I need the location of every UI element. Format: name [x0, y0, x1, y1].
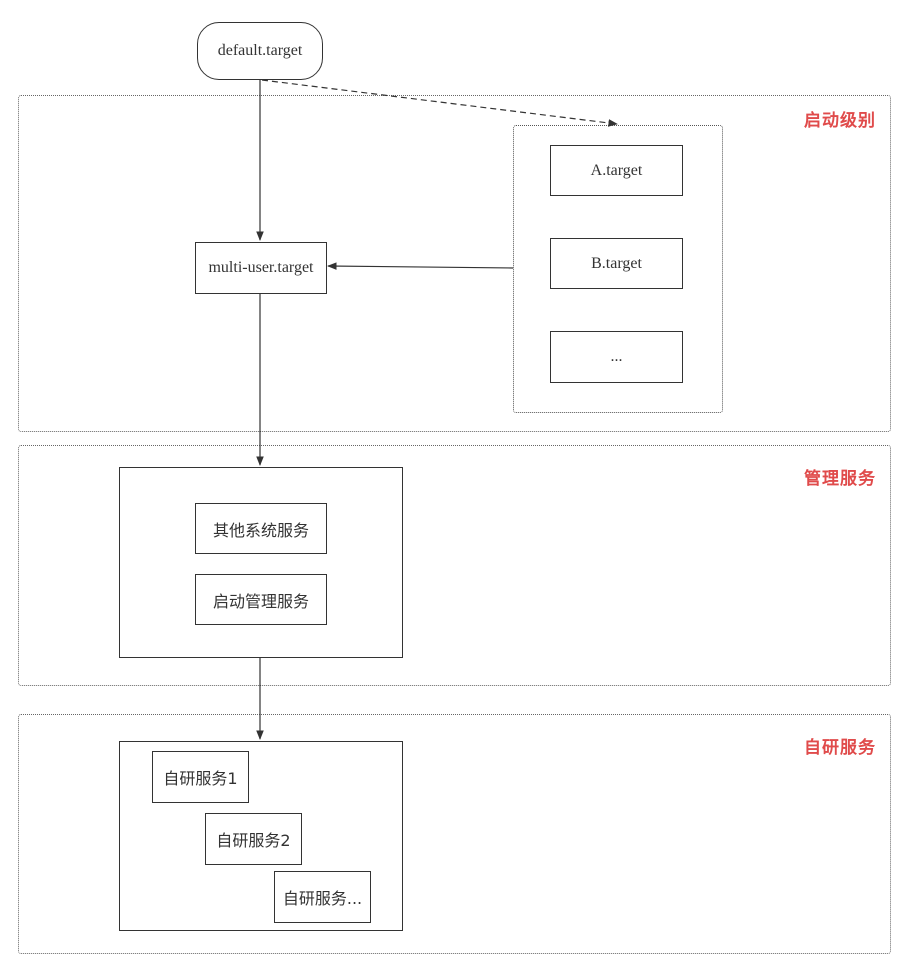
more-targets-node: ... — [550, 331, 683, 383]
default-target-node: default.target — [197, 22, 323, 80]
management-services-container — [119, 467, 403, 658]
zone-boot-level-label: 启动级别 — [804, 111, 876, 131]
boot-management-service-node: 启动管理服务 — [195, 574, 327, 625]
b-target-node: B.target — [550, 238, 683, 289]
zone-inhouse-label: 自研服务 — [804, 738, 876, 758]
other-system-services-node: 其他系统服务 — [195, 503, 327, 554]
inhouse-service-more-node: 自研服务... — [274, 871, 371, 923]
inhouse-service-1-node: 自研服务1 — [152, 751, 249, 803]
zone-management-label: 管理服务 — [804, 469, 876, 489]
zone-inhouse — [18, 714, 891, 954]
zone-management — [18, 445, 891, 686]
multi-user-target-node: multi-user.target — [195, 242, 327, 294]
inhouse-service-2-node: 自研服务2 — [205, 813, 302, 865]
zone-boot-level — [18, 95, 891, 432]
a-target-node: A.target — [550, 145, 683, 196]
